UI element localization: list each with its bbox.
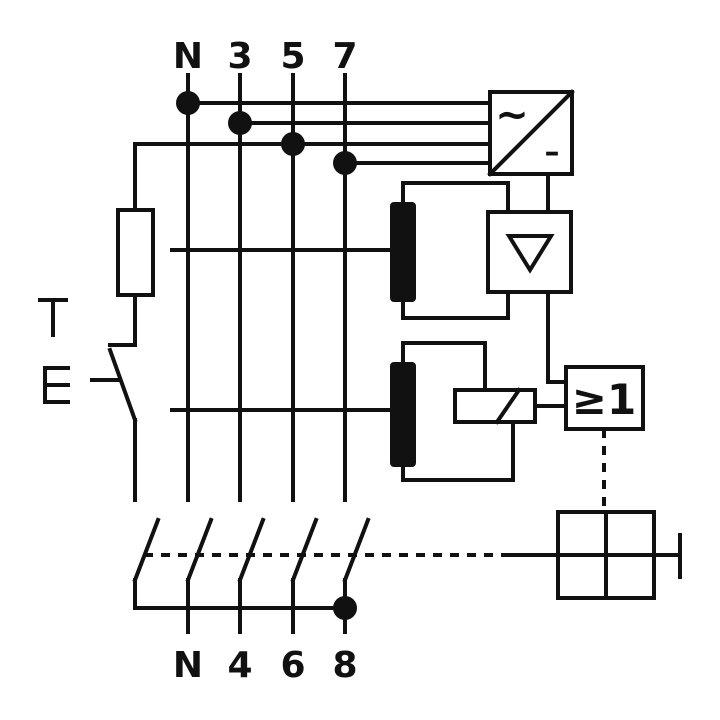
- terminal-label-top-3: 3: [227, 36, 252, 77]
- test-return-wire: [133, 578, 347, 610]
- test-switch-blade: [107, 347, 138, 423]
- ac-dc-converter: ~ –: [487, 89, 575, 177]
- junction-dot: [333, 151, 357, 175]
- converter-supply-lines: [176, 91, 492, 175]
- contact-blade: [132, 517, 161, 583]
- terminal-label-bottom-4: 4: [227, 645, 252, 686]
- test-circuit-wire: [133, 142, 295, 212]
- contact-blade: [342, 517, 371, 583]
- junction-dot: [228, 111, 252, 135]
- test-button: [38, 298, 70, 404]
- top-terminal-labels: N 3 5 7: [173, 36, 358, 77]
- amplifier-triangle-icon: [505, 234, 555, 274]
- test-circuit: [90, 142, 295, 502]
- secondary-winding-wire: [401, 420, 515, 482]
- contact-blade: [185, 517, 214, 583]
- dc-symbol: –: [545, 135, 560, 170]
- amplifier-output-wire: [546, 290, 568, 384]
- terminal-label-bottom-n: N: [173, 645, 203, 686]
- bottom-terminal-labels: N 4 6 8: [173, 645, 358, 686]
- contact-blade: [290, 517, 319, 583]
- main-contacts: [132, 517, 560, 583]
- contact-blade: [237, 517, 266, 583]
- ac-symbol: ~: [495, 92, 529, 138]
- trip-relay-diagonal: [494, 387, 522, 425]
- outgoing-conductors: [133, 578, 357, 634]
- terminal-label-top-7: 7: [332, 36, 357, 77]
- junction-dot: [333, 596, 357, 620]
- trip-mechanism: [556, 510, 682, 600]
- amplifier-box: [486, 210, 573, 294]
- or-gate-label: ≥1: [572, 375, 636, 424]
- trip-relay-coil: [453, 388, 537, 424]
- terminal-label-top-5: 5: [280, 36, 305, 77]
- secondary-winding-wire: [401, 341, 487, 392]
- terminal-label-bottom-6: 6: [280, 645, 305, 686]
- transformer-core: [390, 202, 416, 302]
- converter-diagonal: [487, 89, 575, 177]
- terminal-label-top-n: N: [173, 36, 203, 77]
- secondary-winding-wire: [401, 290, 510, 320]
- conductors: [186, 73, 347, 502]
- transformer-core: [390, 362, 416, 467]
- or-gate: ≥1: [564, 365, 645, 512]
- secondary-winding-wire: [401, 181, 510, 214]
- test-resistor: [116, 208, 155, 297]
- terminal-label-bottom-8: 8: [332, 645, 357, 686]
- sensing-transformer-2: [170, 341, 568, 482]
- junction-dot: [176, 91, 200, 115]
- amplifier: [486, 172, 573, 384]
- sensing-transformer-1: [170, 181, 510, 320]
- converter-box: [488, 90, 574, 176]
